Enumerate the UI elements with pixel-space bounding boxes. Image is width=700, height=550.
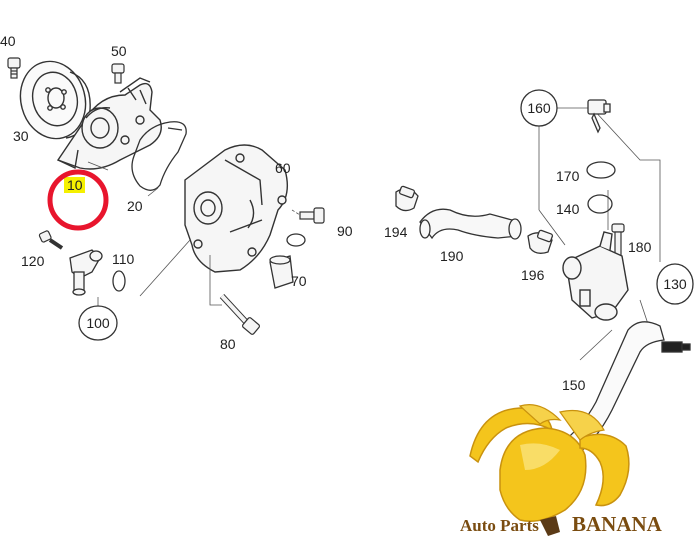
label-10: 10 [67, 177, 83, 193]
part-labels: 40 50 30 20 60 90 120 110 70 80 170 140 … [0, 33, 694, 393]
label-170: 170 [556, 168, 580, 184]
bolt-90 [299, 207, 325, 224]
label-30: 30 [13, 128, 29, 144]
banana-logo: Auto Parts BANANA [460, 404, 663, 536]
label-150: 150 [562, 377, 586, 393]
label-90: 90 [337, 223, 353, 239]
sensor-160 [587, 99, 611, 134]
housing-130 [562, 231, 629, 321]
gasket-20 [131, 121, 187, 191]
label-70: 70 [291, 273, 307, 289]
bolt-40 [7, 57, 21, 79]
highlight-label-bg [64, 177, 85, 193]
oring-170 [586, 161, 616, 179]
bolt-120 [38, 230, 64, 250]
hose-190 [419, 208, 522, 240]
fitting-100 [69, 249, 103, 296]
label-130: 130 [663, 276, 687, 292]
label-20: 20 [127, 198, 143, 214]
label-100: 100 [86, 315, 110, 331]
oring-140 [587, 194, 613, 214]
callout-160: 160 [520, 89, 558, 127]
water-pump-10 [56, 77, 162, 170]
label-160: 160 [527, 100, 551, 116]
banana-icon [469, 404, 630, 536]
bolt-80 [219, 293, 261, 335]
clamp-196 [527, 229, 554, 254]
seal-cap-70 [269, 233, 306, 289]
logo-text-banana: BANANA [572, 512, 663, 536]
oring-110 [112, 270, 126, 292]
highlight-part-10: 10 [47, 169, 109, 231]
label-196: 196 [521, 267, 545, 283]
label-110: 110 [112, 251, 135, 267]
housing-60 [184, 144, 288, 273]
bolt-180 [611, 223, 625, 257]
logo-text-auto-parts: Auto Parts [460, 516, 539, 535]
label-190: 190 [440, 248, 464, 264]
label-120: 120 [21, 253, 45, 269]
callout-100: 100 [78, 305, 118, 341]
callout-130: 130 [656, 263, 694, 305]
highlight-circle [47, 169, 109, 231]
label-50: 50 [111, 43, 127, 59]
label-80: 80 [220, 336, 236, 352]
label-60: 60 [275, 160, 291, 176]
bolt-50 [111, 63, 125, 84]
leader-lines [538, 107, 661, 361]
clamp-194 [395, 185, 419, 212]
label-140: 140 [556, 201, 580, 217]
label-180: 180 [628, 239, 652, 255]
label-194: 194 [384, 224, 408, 240]
label-40: 40 [0, 33, 16, 49]
pulley-30 [19, 60, 91, 140]
